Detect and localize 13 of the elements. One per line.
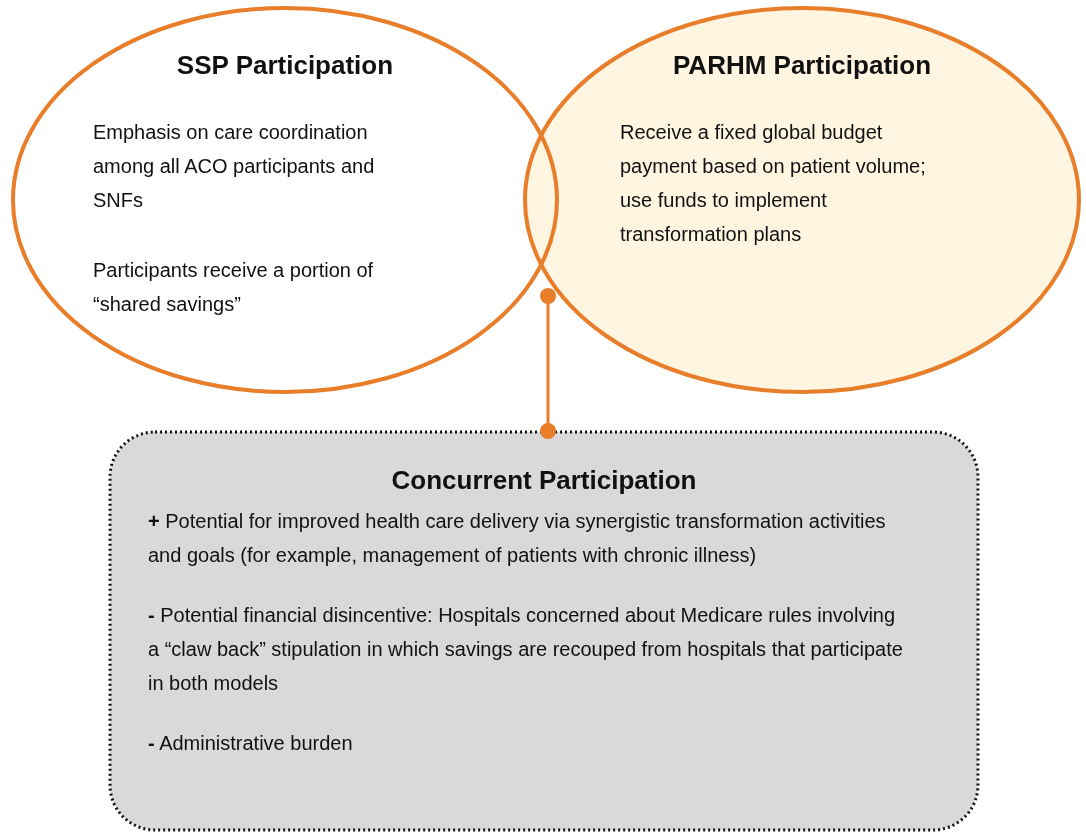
body-text: Receive a fixed global budget payment based on patient volume; use funds to implement transformation plans: [620, 120, 927, 247]
venn-ellipse: [10, 5, 560, 395]
body-text: Emphasis on care coordination among all ACO participants and SNFs: [93, 120, 376, 213]
connector-line: [540, 288, 556, 439]
heading: SSP Participation: [175, 50, 395, 81]
body-text: - Administrative burden: [148, 731, 354, 756]
body-text: Participants receive a portion of “shared savings”: [93, 258, 375, 317]
heading: PARHM Participation: [671, 50, 933, 81]
rounded-box: [108, 430, 980, 832]
venn-ellipse: [522, 5, 1082, 395]
body-text: - Potential financial disincentive: Hospitals concerned about Medicare rules involving a “claw back” stipulation in which savings are recouped from hospitals that participate in both models: [148, 603, 904, 696]
heading: Concurrent Participation: [390, 465, 698, 496]
body-text: + Potential for improved health care delivery via synergistic transformation activities and goals (for example, management of patients with chronic illness): [148, 509, 887, 568]
